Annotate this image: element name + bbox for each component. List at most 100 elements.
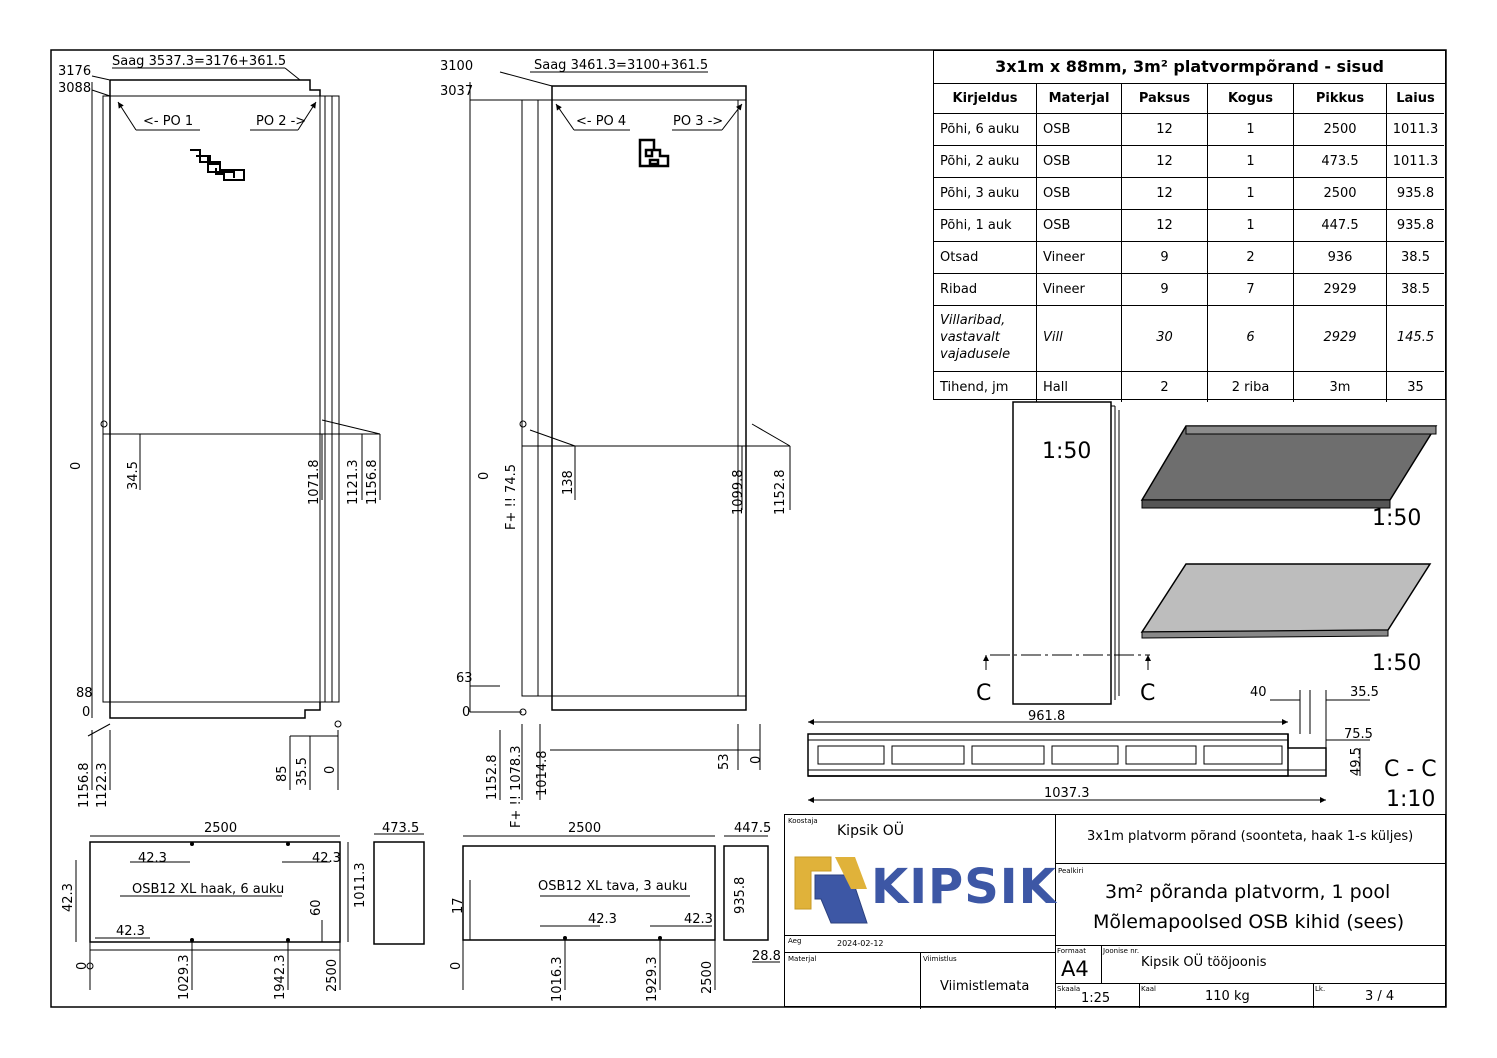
sheet-b-side: 447.5	[734, 821, 771, 836]
right-dim-63: 63	[456, 671, 473, 686]
sheet-a-d42d: 42.3	[116, 924, 145, 939]
bom-cell: 935.8	[1387, 210, 1444, 242]
sheet-a-b2: 1942.3	[273, 955, 288, 1001]
section-c-c	[807, 690, 1370, 803]
sec-d1037-3: 1037.3	[1044, 786, 1090, 801]
viimistlus-label: Viimistlus	[923, 955, 957, 963]
left-b-85: 85	[275, 765, 290, 782]
bom-cell: Vill	[1037, 306, 1122, 372]
formaat-cell: Formaat A4	[1055, 945, 1102, 984]
sheet-a-d42b: 42.3	[312, 851, 341, 866]
scale-label-3: 1:50	[1372, 651, 1421, 676]
materjal-label: Materjal	[788, 955, 817, 963]
kipsik-logo: KIPSIK	[791, 849, 1056, 929]
koostaja-cell: Koostaja Kipsik OÜ KIPSIK	[785, 815, 1056, 935]
sheet-b-b0: 0	[449, 962, 464, 970]
bom-table: 3x1m x 88mm, 3m² platvormpõrand - sisud …	[933, 50, 1446, 402]
bom-cell: 936	[1294, 242, 1387, 274]
sheet-b-d42a: 42.3	[588, 912, 617, 927]
title-line-2: Mõlemapoolsed OSB kihid (sees)	[1093, 911, 1405, 933]
bom-cell: 9	[1122, 274, 1208, 306]
left-b-0: 0	[323, 766, 338, 774]
bom-header-cell: Kirjeldus	[934, 84, 1037, 114]
bom-cell: 2929	[1294, 306, 1387, 372]
left-saw-label: Saag 3537.3=3176+361.5	[112, 54, 286, 69]
sheet-a-b1: 1029.3	[177, 955, 192, 1001]
bom-cell: 2 riba	[1208, 372, 1294, 402]
bom-cell: 30	[1122, 306, 1208, 372]
right-dim-3100: 3100	[440, 59, 473, 74]
formaat-label: Formaat	[1057, 947, 1086, 955]
kaal-value: 110 kg	[1205, 989, 1250, 1004]
left-b-1122-3: 1122.3	[95, 763, 110, 809]
sheet-b-d17: 17	[451, 897, 466, 914]
section-c-right: C	[1140, 681, 1155, 706]
title-block: Koostaja Kipsik OÜ KIPSIK Aeg 2024-02-12…	[784, 814, 1446, 1009]
bom-cell: Ribad	[934, 274, 1037, 306]
left-dim-1121-3: 1121.3	[346, 460, 361, 506]
section-title: C - C	[1384, 757, 1437, 782]
viimistlus-value: Viimistlemata	[940, 979, 1030, 994]
right-b-0: 0	[749, 756, 764, 764]
right-b-1152-8: 1152.8	[485, 755, 500, 801]
right-dim-138: 138	[561, 470, 576, 495]
sec-d49-5: 49.5	[1349, 747, 1364, 776]
bom-cell: 35	[1407, 379, 1424, 395]
materjal-cell: Materjal	[785, 952, 921, 1009]
bom-cell: OSB	[1037, 146, 1122, 178]
sheet-a-len: 2500	[204, 821, 237, 836]
bom-cell: 1	[1208, 114, 1294, 146]
sec-d961-8: 961.8	[1028, 709, 1065, 724]
bom-cell: Põhi, 3 auku	[934, 178, 1037, 210]
sheet-b-view	[462, 835, 780, 990]
right-plan-view	[469, 71, 791, 800]
bom-header-cell: Pikkus	[1294, 84, 1387, 114]
bom-cell: Otsad	[934, 242, 1037, 274]
left-dim-88: 88	[76, 686, 93, 701]
lk-label: Lk.	[1315, 985, 1326, 993]
sheet-a-d60: 60	[309, 899, 324, 916]
sheet-a-d42c: 42.3	[61, 883, 76, 912]
right-po3: PO 3 ->	[673, 114, 723, 129]
section-c-left: C	[976, 681, 991, 706]
title-line-1: 3m² põranda platvorm, 1 pool	[1105, 881, 1391, 903]
koostaja-label: Koostaja	[788, 817, 818, 825]
right-dim-f74: F+ !! 74.5	[504, 464, 519, 530]
left-dim-1156-8: 1156.8	[365, 460, 380, 506]
sheet-a-view	[75, 833, 425, 990]
bom-title: 3x1m x 88mm, 3m² platvormpõrand - sisud	[934, 51, 1445, 84]
right-dim-3037: 3037	[440, 84, 473, 99]
bom-cell: Põhi, 1 auk	[934, 210, 1037, 242]
bom-cell: Tihend, jm	[934, 372, 1037, 402]
left-po1: <- PO 1	[143, 114, 193, 129]
bom-cell: 38.5	[1387, 274, 1444, 306]
sheet-b-len: 2500	[568, 821, 601, 836]
right-dim-0b: 0	[462, 705, 470, 720]
right-po4: <- PO 4	[576, 114, 626, 129]
aeg-value: 2024-02-12	[837, 939, 884, 948]
bom-cell: 3m	[1294, 372, 1387, 402]
left-po2: PO 2 ->	[256, 114, 306, 129]
bom-cell: 447.5	[1294, 210, 1387, 242]
scale-label-1: 1:50	[1042, 439, 1091, 464]
bom-header-cell: Paksus	[1122, 84, 1208, 114]
bom-cell: OSB	[1037, 210, 1122, 242]
formaat-value: A4	[1061, 957, 1089, 981]
bom-cell: 2500	[1294, 178, 1387, 210]
joonise-label: Joonise nr.	[1103, 947, 1140, 955]
bom-header-cell: Materjal	[1037, 84, 1122, 114]
bom-cell: 2500	[1294, 114, 1387, 146]
skaala-cell: Skaala 1:25	[1055, 983, 1140, 1008]
bom-cell: 2929	[1294, 274, 1387, 306]
sheet-a-d42a: 42.3	[138, 851, 167, 866]
bom-cell: 9	[1122, 242, 1208, 274]
bom-cell: 1011.3	[1387, 114, 1444, 146]
sheet-a-b3: 2500	[325, 959, 340, 992]
bom-cell: 2	[1122, 372, 1208, 402]
koostaja-value: Kipsik OÜ	[837, 823, 904, 839]
bom-header-cell: Kogus	[1208, 84, 1294, 114]
sheet-b-d28: 28.8	[752, 949, 781, 964]
kaal-label: Kaal	[1141, 985, 1156, 993]
viimistlus-cell: Viimistlus Viimistlemata	[920, 952, 1056, 1009]
aeg-cell: Aeg 2024-02-12	[785, 935, 1056, 953]
